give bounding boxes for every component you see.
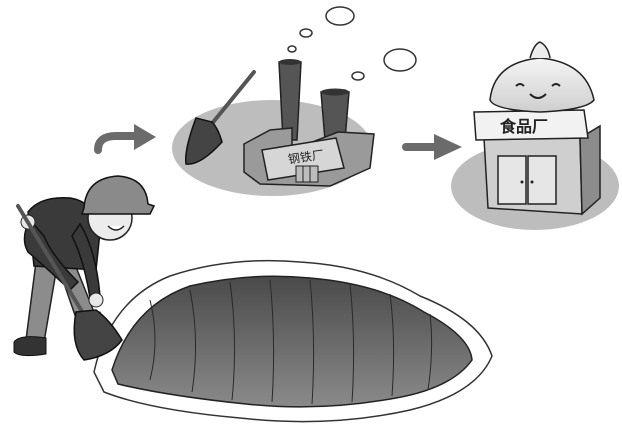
shovel-icon bbox=[16, 204, 123, 361]
steel-mill-sign: 钢铁厂 bbox=[287, 148, 325, 167]
bun-mascot bbox=[489, 41, 595, 113]
shovel-icon bbox=[184, 70, 256, 165]
pit bbox=[93, 259, 493, 423]
hard-hat bbox=[80, 175, 156, 215]
smoke-icon bbox=[287, 6, 417, 95]
worker bbox=[13, 175, 156, 361]
food-factory-sign: 食品厂 bbox=[499, 117, 548, 136]
steel-mill: 钢铁厂 bbox=[172, 6, 417, 196]
arrow-right-icon bbox=[402, 134, 462, 160]
arrow-right-icon bbox=[94, 124, 156, 154]
food-factory: 食品厂 bbox=[451, 41, 619, 230]
pit-hole bbox=[111, 275, 473, 408]
